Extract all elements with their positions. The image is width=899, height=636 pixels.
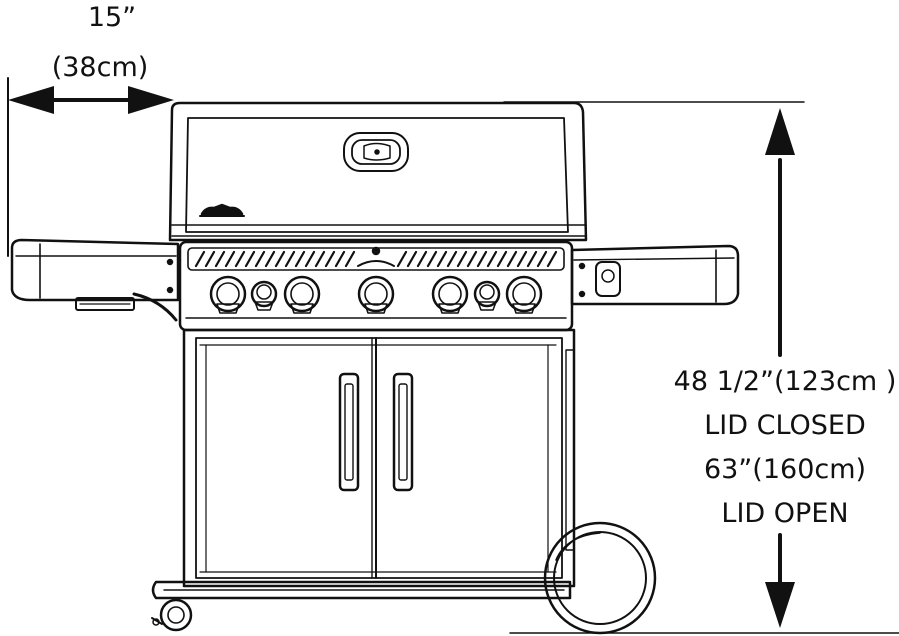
- brand-logo: [200, 205, 244, 216]
- knob-5: [433, 277, 467, 313]
- knob-1: [211, 277, 245, 313]
- height-open-value: 63”(160cm): [640, 448, 899, 492]
- left-side-shelf: [12, 240, 178, 320]
- knob-7: [507, 277, 541, 313]
- knob-2: [252, 282, 276, 310]
- control-panel: [180, 242, 572, 330]
- right-side-shelf: [572, 246, 738, 304]
- height-closed-label: LID CLOSED: [640, 404, 899, 448]
- control-knobs: [211, 277, 541, 313]
- width-cm-label: (38cm): [40, 52, 160, 83]
- knob-3: [285, 277, 319, 313]
- height-open-label: LID OPEN: [640, 492, 899, 536]
- knob-6: [475, 282, 499, 310]
- caster-wheel: [152, 598, 191, 630]
- cart-base: [153, 582, 570, 598]
- height-closed-value: 48 1/2”(123cm ): [640, 360, 899, 404]
- width-inches-label: 15”: [62, 2, 162, 33]
- knob-4: [359, 277, 393, 313]
- grill-lid: [170, 103, 586, 240]
- width-dimension-line: [8, 78, 174, 256]
- height-dimension-labels: 48 1/2”(123cm ) LID CLOSED 63”(160cm) LI…: [640, 360, 899, 536]
- cart-cabinet: [184, 330, 574, 586]
